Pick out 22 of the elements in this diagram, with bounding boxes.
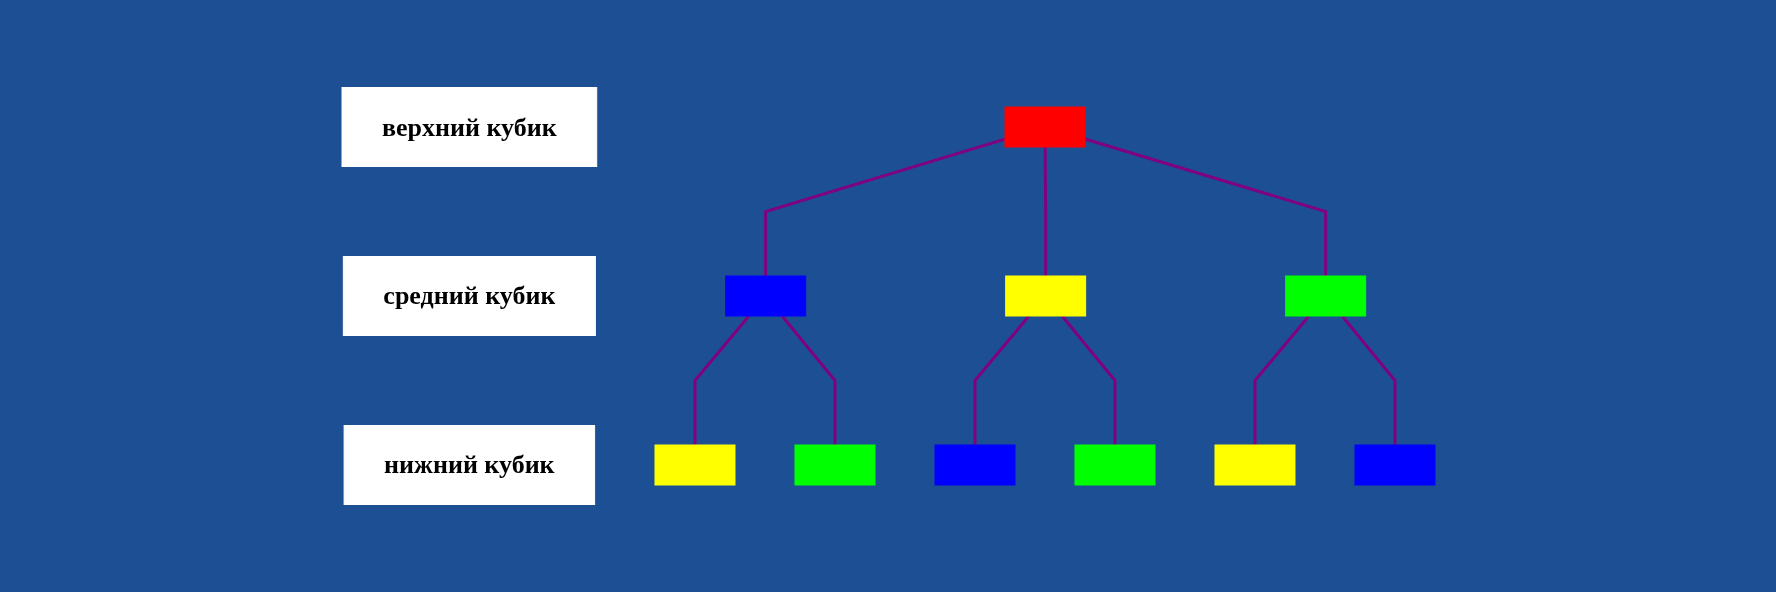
node-box: средний кубик [342,256,596,336]
node-box [794,444,875,486]
node-box [1004,275,1086,317]
node-box [1074,444,1155,486]
connector [1084,137,1327,276]
connector [1060,315,1116,445]
node-box: нижний кубик [343,425,595,505]
node-box [1004,106,1085,148]
connector [1253,315,1310,445]
node-box [1214,444,1295,486]
node-box [934,444,1015,486]
node-box: верхний кубик [341,87,597,167]
connector [693,315,750,445]
node-box [654,444,735,486]
connector [1340,315,1396,445]
connector [973,315,1030,445]
connector [780,315,836,445]
connector [763,137,1005,276]
node-box [1354,444,1435,486]
node-box [724,275,806,317]
connector [1043,147,1047,276]
node-box [1284,275,1366,317]
